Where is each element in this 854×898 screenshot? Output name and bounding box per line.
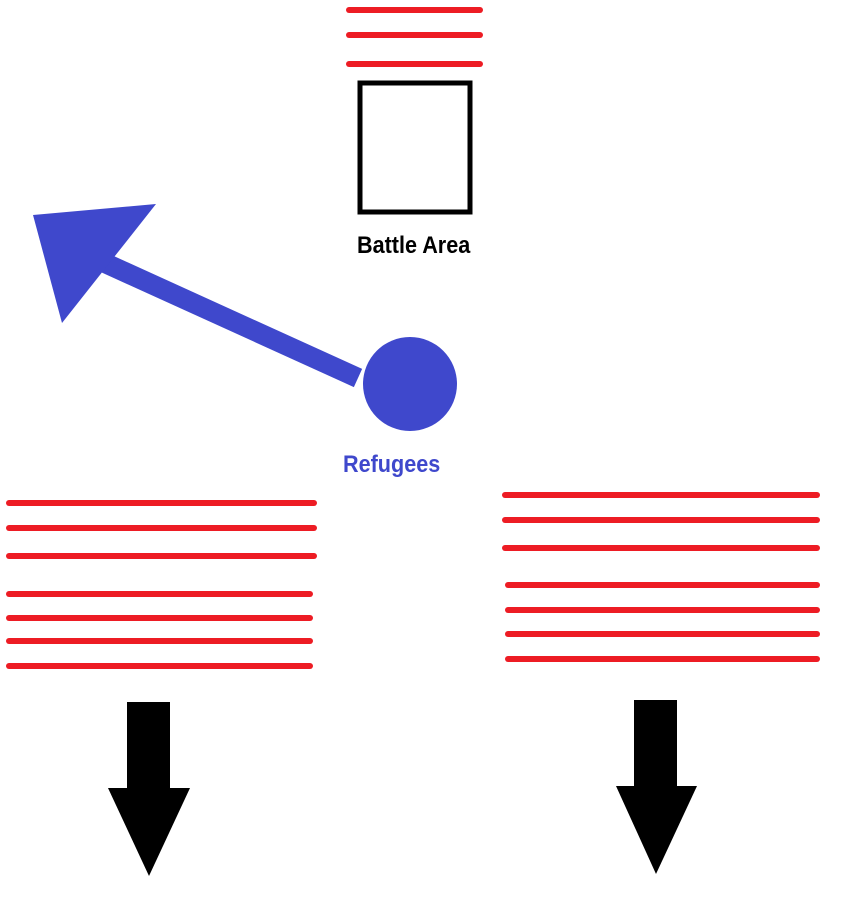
battle-area-label: Battle Area — [357, 232, 471, 259]
battle-area-box — [357, 80, 473, 215]
arrow-head — [616, 786, 697, 874]
front-lines-top — [346, 7, 483, 67]
front-lines-right — [502, 492, 820, 662]
arrow-shaft — [100, 253, 363, 388]
refugees-marker — [363, 337, 457, 431]
arrow-head — [108, 788, 190, 876]
refugees-label: Refugees — [343, 451, 441, 478]
arrow-shaft — [127, 702, 170, 792]
advance-arrow-left — [108, 702, 190, 876]
refugee-movement-arrow — [33, 204, 363, 388]
front-lines-left — [6, 500, 317, 669]
arrow-head — [33, 204, 156, 323]
arrow-shaft — [634, 700, 677, 790]
advance-arrow-right — [616, 700, 697, 874]
